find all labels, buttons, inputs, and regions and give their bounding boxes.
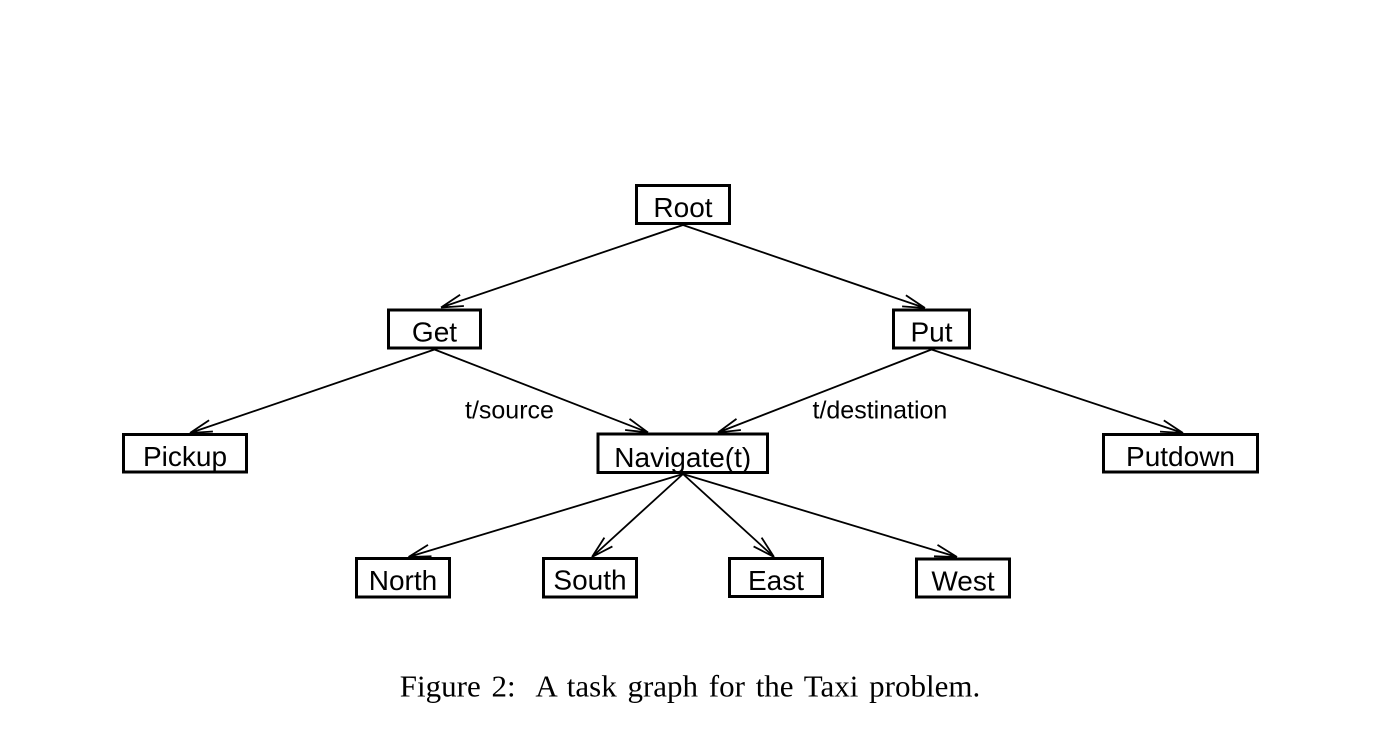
svg-text:Put: Put xyxy=(910,317,952,348)
svg-text:East: East xyxy=(748,565,804,596)
svg-text:t/destination: t/destination xyxy=(813,397,948,425)
svg-text:Figure 2: A task graph for th: Figure 2: A task graph for the Taxi prob… xyxy=(400,669,980,704)
svg-text:North: North xyxy=(369,565,437,596)
svg-text:Root: Root xyxy=(653,192,712,223)
svg-text:Pickup: Pickup xyxy=(143,441,227,472)
svg-text:t/source: t/source xyxy=(465,397,554,425)
svg-text:Putdown: Putdown xyxy=(1126,441,1235,472)
svg-text:West: West xyxy=(931,566,994,597)
svg-text:Get: Get xyxy=(412,317,457,348)
svg-text:South: South xyxy=(553,565,626,596)
svg-text:Navigate(t): Navigate(t) xyxy=(614,442,751,473)
